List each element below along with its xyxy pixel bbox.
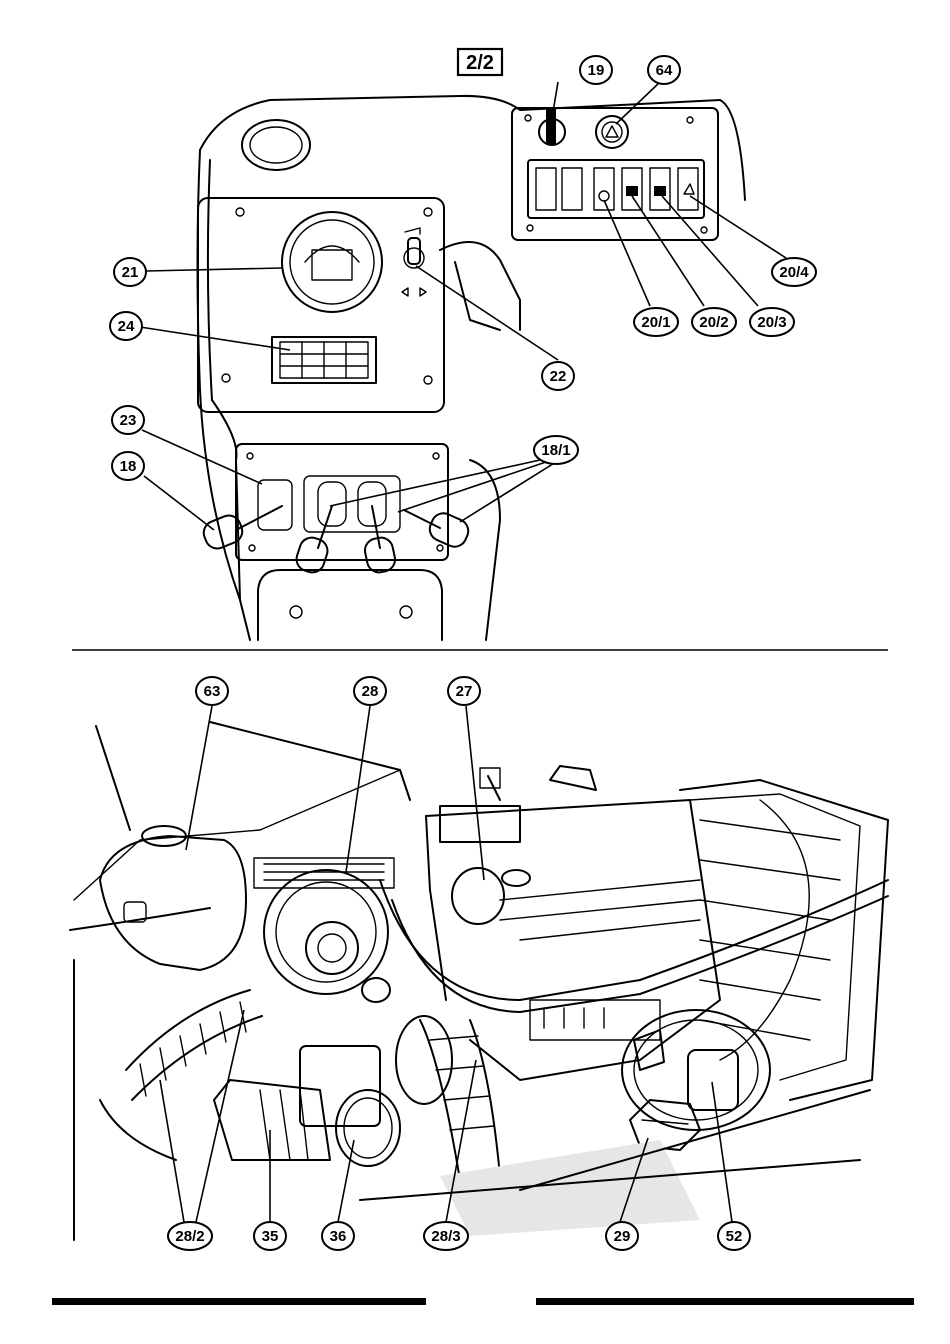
callout-35: 35 [254, 1222, 286, 1250]
fuel-filter [214, 1080, 330, 1160]
switch-panel [512, 108, 718, 240]
corrugated-hose [100, 990, 262, 1160]
svg-text:23: 23 [120, 412, 137, 429]
callout-29: 29 [606, 1222, 638, 1250]
floor-stipple [440, 1140, 700, 1236]
lever-panel [236, 444, 448, 560]
direction-switch [402, 228, 426, 296]
fuse-box [272, 337, 376, 383]
svg-text:28: 28 [362, 683, 379, 700]
callout-20-3: 20/3 [750, 308, 794, 336]
svg-text:27: 27 [456, 683, 473, 700]
callout-19: 19 [580, 56, 612, 84]
svg-text:36: 36 [330, 1228, 347, 1245]
svg-text:64: 64 [656, 62, 673, 79]
svg-text:35: 35 [262, 1228, 279, 1245]
svg-text:28/3: 28/3 [431, 1228, 460, 1245]
svg-text:18/1: 18/1 [541, 442, 570, 459]
svg-text:63: 63 [204, 683, 221, 700]
callout-20-1: 20/1 [634, 308, 678, 336]
callout-64: 64 [648, 56, 680, 84]
bottom-callout-leaders [160, 706, 732, 1222]
callout-63: 63 [196, 677, 228, 705]
callout-28: 28 [354, 677, 386, 705]
svg-text:20/2: 20/2 [699, 314, 728, 331]
callout-28-3: 28/3 [424, 1222, 468, 1250]
callout-52: 52 [718, 1222, 750, 1250]
svg-text:24: 24 [118, 318, 135, 335]
intake-hose [396, 1016, 500, 1180]
oil-filter [300, 1046, 400, 1166]
svg-text:28/2: 28/2 [175, 1228, 204, 1245]
svg-text:52: 52 [726, 1228, 743, 1245]
speedometer-gauge [282, 212, 382, 312]
callout-18: 18 [112, 452, 144, 480]
svg-text:29: 29 [614, 1228, 631, 1245]
engine-block [426, 766, 720, 1080]
callout-20-2: 20/2 [692, 308, 736, 336]
svg-text:21: 21 [122, 264, 139, 281]
callout-24: 24 [110, 312, 142, 340]
footer-bar-left [52, 1298, 426, 1305]
callout-28-2: 28/2 [168, 1222, 212, 1250]
control-levers [200, 506, 472, 575]
page-ref-label: 2/2 [466, 52, 494, 74]
callout-18-1: 18/1 [534, 436, 578, 464]
svg-text:22: 22 [550, 368, 567, 385]
callout-21: 21 [114, 258, 146, 286]
callout-22: 22 [542, 362, 574, 390]
air-filter [254, 858, 394, 1002]
console-illustration: 2/2 [198, 49, 746, 640]
callout-20-4: 20/4 [772, 258, 816, 286]
instrument-panel [198, 198, 444, 412]
hazard-button [596, 116, 628, 148]
rocker-switch-row [536, 168, 698, 210]
expansion-tank [70, 826, 246, 970]
fuel-pump [622, 1010, 770, 1130]
engine-compartment-illustration [70, 722, 888, 1240]
callout-36: 36 [322, 1222, 354, 1250]
svg-text:20/1: 20/1 [641, 314, 670, 331]
callout-23: 23 [112, 406, 144, 434]
svg-text:18: 18 [120, 458, 137, 475]
svg-text:20/3: 20/3 [757, 314, 786, 331]
top-callouts: 19 64 21 24 22 20/1 20/2 20/3 [110, 56, 816, 480]
footer-bar-right [536, 1298, 914, 1305]
callout-27: 27 [448, 677, 480, 705]
svg-text:20/4: 20/4 [779, 264, 809, 281]
svg-text:19: 19 [588, 62, 605, 79]
